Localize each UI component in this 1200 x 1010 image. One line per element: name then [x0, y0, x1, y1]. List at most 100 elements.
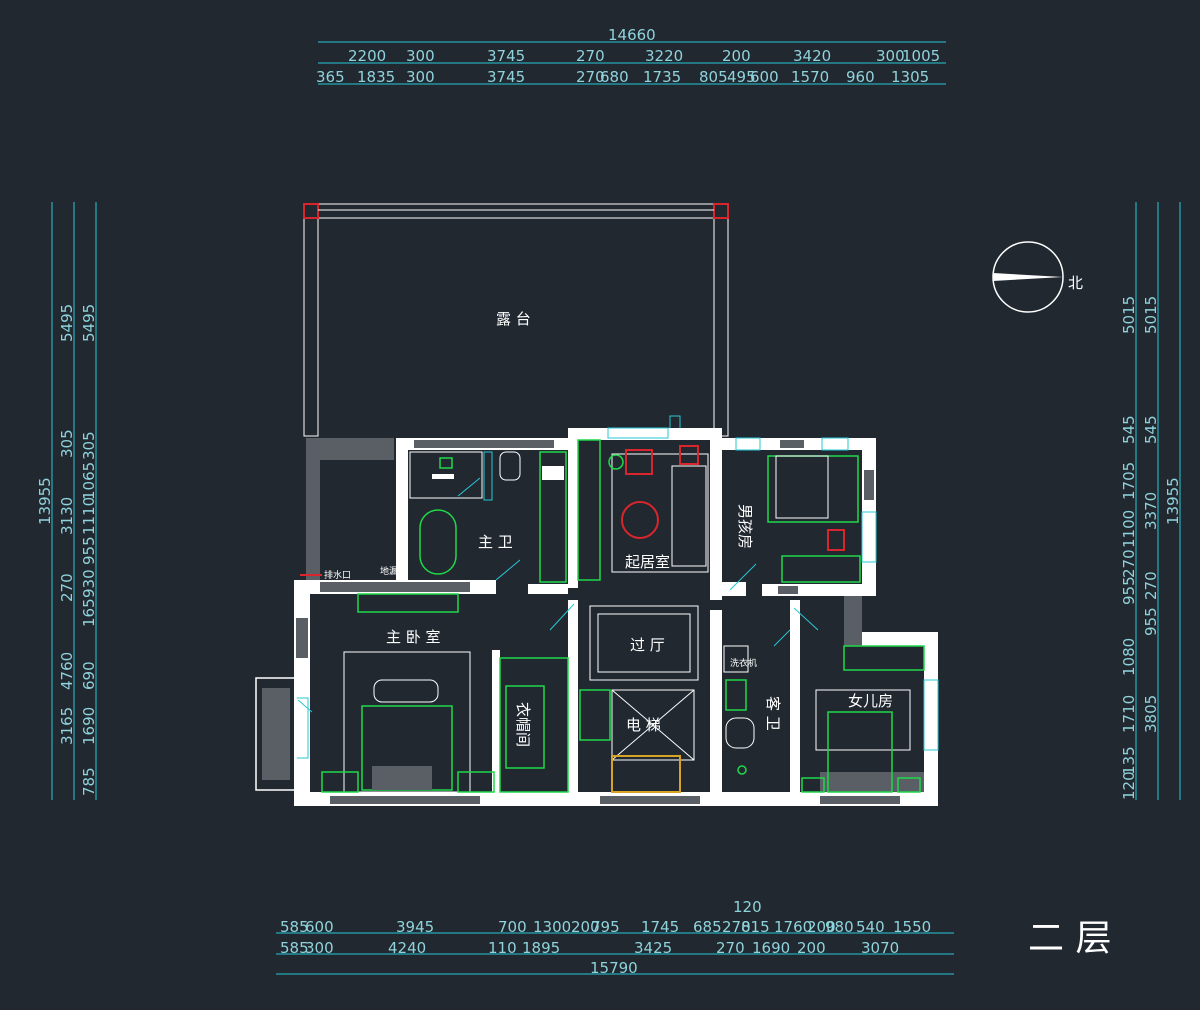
room-label-master-bath: 主 卫 — [478, 533, 513, 551]
bottom-dimensions: 120 585 600 3945 700 1300 200 795 1745 6… — [276, 898, 954, 977]
bottom-dim: 600 — [305, 918, 334, 936]
right-dim: 3370 — [1142, 492, 1160, 530]
right-dim: 955 — [1120, 576, 1138, 605]
top-dim: 3420 — [793, 47, 831, 65]
bottom-dim: 585 — [280, 939, 309, 957]
north-arrow-icon: 北 — [992, 241, 1083, 313]
top-dim: 300 — [406, 68, 435, 86]
bottom-dim: 270 — [722, 918, 751, 936]
right-dim: 270 — [1120, 549, 1138, 578]
left-dim: 305 — [58, 429, 76, 458]
top-dim: 3745 — [487, 47, 525, 65]
bottom-total-dim: 15790 — [590, 959, 638, 977]
left-dim: 1690 — [80, 707, 98, 745]
right-total-dim: 13955 — [1164, 477, 1182, 525]
top-dim: 1735 — [643, 68, 681, 86]
top-dim: 805 — [699, 68, 728, 86]
right-dim: 1080 — [1120, 638, 1138, 676]
room-label-master-bedroom: 主 卧 室 — [386, 628, 441, 646]
right-dim: 1710 — [1120, 695, 1138, 733]
right-dim: 955 — [1142, 607, 1160, 636]
guest-toilet-icon — [725, 717, 755, 749]
right-dim: 270 — [1142, 571, 1160, 600]
room-label-terrace: 露 台 — [496, 310, 531, 328]
left-dim: 955 — [80, 536, 98, 565]
north-label: 北 — [1068, 274, 1083, 292]
right-dim: 120 — [1120, 771, 1138, 800]
bottom-dim: 3945 — [396, 918, 434, 936]
room-label-elevator: 电 梯 — [626, 716, 661, 734]
bottom-dim: 270 — [716, 939, 745, 957]
floor-drain-label: 地漏 — [380, 565, 398, 577]
room-labels: 露 台 主 卫 起居室 男孩房 主 卧 室 过 厅 衣帽间 电 梯 客 卫 女儿… — [324, 310, 893, 747]
left-dim: 690 — [80, 661, 98, 690]
top-dimensions: 14660 2200 300 3745 270 3220 200 3420 30… — [316, 26, 946, 86]
top-dim: 300 — [406, 47, 435, 65]
right-dim: 5015 — [1120, 296, 1138, 334]
right-dim: 5015 — [1142, 296, 1160, 334]
left-dimensions: 13955 5495 305 3130 270 3165 5495 305 10… — [36, 202, 98, 800]
bottom-dim: 200 — [797, 939, 826, 957]
column-marker — [303, 203, 319, 219]
bottom-dim: 110 — [488, 939, 517, 957]
left-dim: 3165 — [58, 707, 76, 745]
bottom-dim: 585 — [280, 918, 309, 936]
top-dim: 680 — [600, 68, 629, 86]
bottom-dim: 815 — [741, 918, 770, 936]
left-dim: 165 — [80, 598, 98, 627]
left-dim: 4760 — [58, 652, 76, 690]
top-dim: 200 — [722, 47, 751, 65]
right-dim: 135 — [1120, 746, 1138, 775]
top-dim: 3745 — [487, 68, 525, 86]
bottom-dim: 4240 — [388, 939, 426, 957]
bottom-dim: 1550 — [893, 918, 931, 936]
top-dim: 2200 — [348, 47, 386, 65]
left-dim: 1065 — [80, 462, 98, 500]
right-dim: 1100 — [1120, 510, 1138, 548]
top-dim: 270 — [576, 47, 605, 65]
drawing-title: 二 层 — [1028, 918, 1111, 959]
left-dim: 3130 — [58, 497, 76, 535]
toilet-icon — [499, 451, 521, 481]
left-dim: 305 — [80, 431, 98, 460]
bottom-dim: 1300 — [533, 918, 571, 936]
room-label-guest-bath: 客 卫 — [764, 696, 782, 731]
top-dim: 1005 — [902, 47, 940, 65]
bottom-dim: 1690 — [752, 939, 790, 957]
elevator-shaft — [611, 689, 695, 761]
furniture — [297, 439, 921, 793]
bottom-dim: 540 — [856, 918, 885, 936]
bottom-dim: 1895 — [522, 939, 560, 957]
room-label-boy-room: 男孩房 — [736, 504, 754, 549]
bottom-dim: 3070 — [861, 939, 899, 957]
room-label-closet: 衣帽间 — [514, 702, 532, 747]
bottom-dim: 685 — [693, 918, 722, 936]
daughter-bed-icon — [827, 711, 893, 793]
left-dim: 1110 — [80, 497, 98, 535]
bed-icon — [767, 455, 859, 523]
top-dim: 365 — [316, 68, 345, 86]
left-dim: 5495 — [80, 304, 98, 342]
left-dim: 930 — [80, 569, 98, 598]
bottom-dim: 3425 — [634, 939, 672, 957]
column-marker — [713, 203, 729, 219]
top-dim: 495 — [727, 68, 756, 86]
bottom-dim: 200 — [571, 918, 600, 936]
room-label-daughter-room: 女儿房 — [848, 692, 893, 710]
washer-label: 洗衣机 — [730, 657, 757, 669]
right-dim: 545 — [1142, 415, 1160, 444]
top-total-dim: 14660 — [608, 26, 656, 44]
bottom-extra-dim: 120 — [733, 898, 762, 916]
drain-label: 排水口 — [324, 569, 351, 581]
top-dim: 3220 — [645, 47, 683, 65]
bottom-dim: 795 — [591, 918, 620, 936]
walls — [255, 427, 939, 806]
bottom-dim: 200 — [807, 918, 836, 936]
bottom-dim: 300 — [305, 939, 334, 957]
top-dim: 1835 — [357, 68, 395, 86]
bottom-dim: 1745 — [641, 918, 679, 936]
left-dim: 785 — [80, 767, 98, 796]
top-dim: 960 — [846, 68, 875, 86]
bottom-dim: 980 — [825, 918, 854, 936]
